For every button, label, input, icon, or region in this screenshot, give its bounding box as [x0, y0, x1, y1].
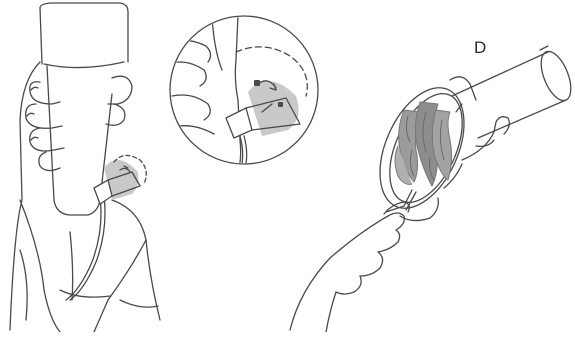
magnified-latch-detail-icon [168, 16, 318, 170]
filter-cover-icon [363, 46, 575, 221]
hand-removing-lint-icon [290, 190, 416, 332]
hand-holding-handle-icon [10, 3, 160, 332]
step-d-label: D [474, 38, 486, 58]
lint-hair-icon [395, 102, 452, 186]
